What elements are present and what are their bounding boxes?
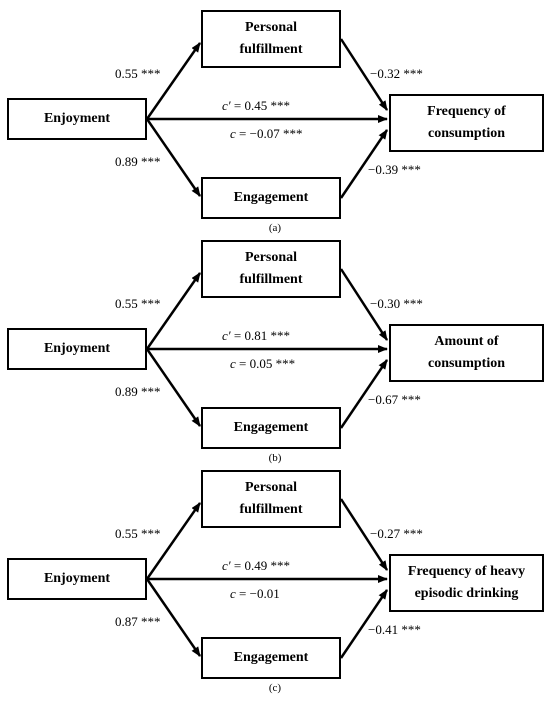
mediator-top-box: Personal fulfillment bbox=[201, 240, 341, 298]
coef-direct: c′ = 0.81 *** bbox=[222, 328, 290, 344]
mediator-bottom-box: Engagement bbox=[201, 637, 341, 679]
mediator-bottom-label: Engagement bbox=[233, 190, 309, 205]
coef-direct-symbol: c′ bbox=[222, 558, 231, 573]
coef-total: c = −0.01 bbox=[230, 586, 280, 602]
coef-total-symbol: c bbox=[230, 356, 236, 371]
outcome-label: Frequency of heavy episodic drinking bbox=[407, 564, 526, 601]
coef-a2: 0.87 *** bbox=[115, 614, 161, 629]
outcome-label: Frequency of consumption bbox=[427, 104, 506, 141]
arrow-enjoyment-to-engagement bbox=[145, 578, 202, 657]
arrow-engagement-to-outcome bbox=[339, 129, 389, 199]
arrow-fulfillment-to-outcome bbox=[339, 268, 389, 341]
coef-total-symbol: c bbox=[230, 586, 236, 601]
arrow-engagement-to-outcome bbox=[339, 589, 389, 659]
coef-b2: −0.67 *** bbox=[368, 392, 421, 407]
mediator-top-label: Personal fulfillment bbox=[239, 480, 303, 517]
panel-caption: (c) bbox=[268, 682, 282, 694]
coef-direct-value: = 0.49 *** bbox=[230, 558, 290, 573]
coef-b2: −0.39 *** bbox=[368, 162, 421, 177]
outcome-box: Amount of consumption bbox=[389, 324, 544, 382]
mediator-top-label: Personal fulfillment bbox=[239, 250, 303, 287]
coef-total-value: = −0.07 *** bbox=[235, 126, 303, 141]
coef-direct: c′ = 0.49 *** bbox=[222, 558, 290, 574]
coef-a2: 0.89 *** bbox=[115, 384, 161, 399]
predictor-label: Enjoyment bbox=[43, 571, 111, 586]
coef-b1: −0.32 *** bbox=[370, 66, 423, 81]
mediator-bottom-box: Engagement bbox=[201, 177, 341, 219]
coef-total: c = 0.05 *** bbox=[230, 356, 295, 372]
coef-b1: −0.27 *** bbox=[370, 526, 423, 541]
diagram-panel-a: Enjoyment Personal fulfillment Engagemen… bbox=[0, 0, 550, 234]
predictor-box: Enjoyment bbox=[7, 328, 147, 370]
arrow-enjoyment-to-engagement bbox=[145, 118, 202, 197]
predictor-box: Enjoyment bbox=[7, 558, 147, 600]
coef-total-value: = −0.01 bbox=[235, 586, 280, 601]
outcome-box: Frequency of consumption bbox=[389, 94, 544, 152]
coef-total-value: = 0.05 *** bbox=[235, 356, 296, 371]
mediator-top-label: Personal fulfillment bbox=[239, 20, 303, 57]
path-arrows bbox=[145, 38, 389, 199]
predictor-label: Enjoyment bbox=[43, 111, 111, 126]
arrow-enjoyment-to-fulfillment bbox=[145, 42, 202, 120]
predictor-label: Enjoyment bbox=[43, 341, 111, 356]
mediator-bottom-label: Engagement bbox=[233, 420, 309, 435]
arrow-engagement-to-outcome bbox=[339, 359, 389, 429]
mediator-top-box: Personal fulfillment bbox=[201, 470, 341, 528]
outcome-box: Frequency of heavy episodic drinking bbox=[389, 554, 544, 612]
coef-b2: −0.41 *** bbox=[368, 622, 421, 637]
coef-a2: 0.89 *** bbox=[115, 154, 161, 169]
path-arrows bbox=[145, 268, 389, 429]
arrow-enjoyment-to-fulfillment bbox=[145, 272, 202, 350]
mediator-bottom-label: Engagement bbox=[233, 650, 309, 665]
coef-a1: 0.55 *** bbox=[115, 526, 161, 541]
coef-direct-value: = 0.81 *** bbox=[230, 328, 290, 343]
coef-direct-symbol: c′ bbox=[222, 98, 231, 113]
arrow-enjoyment-to-fulfillment bbox=[145, 502, 202, 580]
diagram-panel-b: Enjoyment Personal fulfillment Engagemen… bbox=[0, 230, 550, 464]
arrow-fulfillment-to-outcome bbox=[339, 498, 389, 571]
predictor-box: Enjoyment bbox=[7, 98, 147, 140]
coef-direct-value: = 0.45 *** bbox=[230, 98, 290, 113]
arrow-fulfillment-to-outcome bbox=[339, 38, 389, 111]
arrow-enjoyment-to-engagement bbox=[145, 348, 202, 427]
panel-caption: (a) bbox=[268, 222, 282, 234]
mediator-bottom-box: Engagement bbox=[201, 407, 341, 449]
coef-b1: −0.30 *** bbox=[370, 296, 423, 311]
coef-a1: 0.55 *** bbox=[115, 296, 161, 311]
mediator-top-box: Personal fulfillment bbox=[201, 10, 341, 68]
diagram-panel-c: Enjoyment Personal fulfillment Engagemen… bbox=[0, 460, 550, 694]
coef-direct-symbol: c′ bbox=[222, 328, 231, 343]
coef-total: c = −0.07 *** bbox=[230, 126, 302, 142]
outcome-label: Amount of consumption bbox=[427, 334, 506, 371]
coef-total-symbol: c bbox=[230, 126, 236, 141]
path-arrows bbox=[145, 498, 389, 659]
panel-caption: (b) bbox=[268, 452, 282, 464]
coef-direct: c′ = 0.45 *** bbox=[222, 98, 290, 114]
coef-a1: 0.55 *** bbox=[115, 66, 161, 81]
